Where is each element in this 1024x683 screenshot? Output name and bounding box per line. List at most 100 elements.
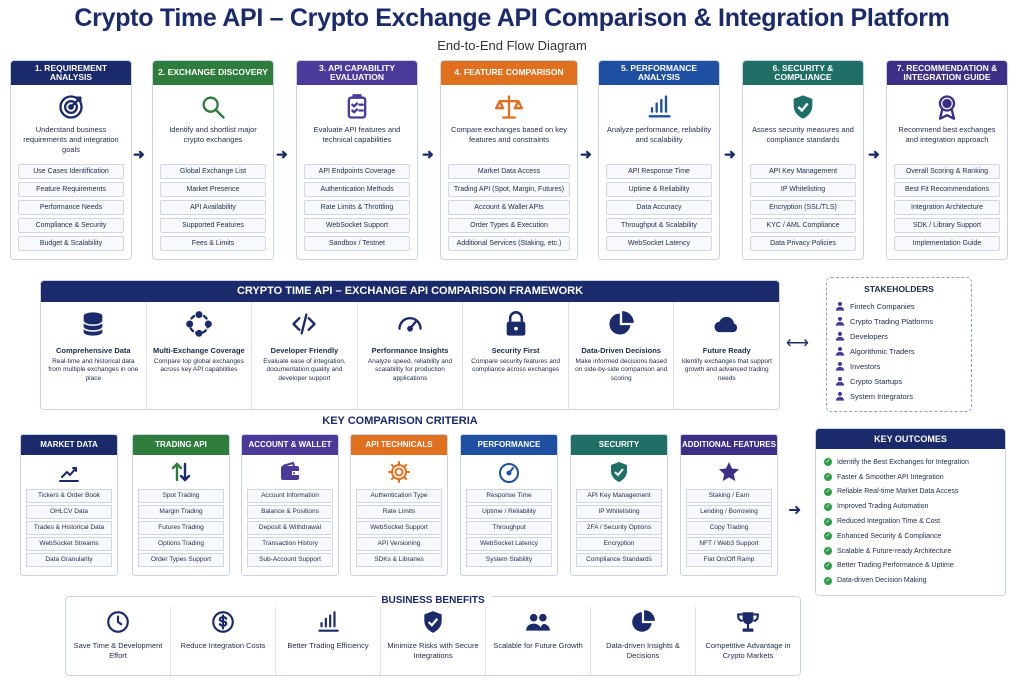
- step-title: 5. PERFORMANCE ANALYSIS: [599, 61, 719, 85]
- framework-item-title: Performance Insights: [371, 346, 449, 355]
- criteria-item: WebSocket Support: [356, 521, 442, 535]
- outcome-item: ✓Identify the Best Exchanges for Integra…: [824, 455, 997, 470]
- benefit-label: Save Time & Development Effort: [73, 641, 163, 660]
- step-title: 6. SECURITY & COMPLIANCE: [743, 61, 863, 85]
- stakeholder-item: System Integrators: [835, 389, 963, 404]
- step-item: Global Exchange List: [160, 164, 266, 179]
- outcome-label: Data-driven Decision Making: [837, 577, 927, 585]
- outcome-item: ✓Better Trading Performance & Uptime: [824, 559, 997, 574]
- step-title: 2. EXCHANGE DISCOVERY: [153, 61, 273, 85]
- flow-arrow-icon: ➜: [422, 146, 434, 162]
- benefits-title: BUSINESS BENEFITS: [375, 595, 491, 606]
- criteria-item: Trades & Historical Data: [26, 521, 112, 535]
- benefit-item: Minimize Risks with Secure Integrations: [381, 607, 486, 675]
- step-item: Best Fit Recommendations: [894, 182, 1000, 197]
- criteria-card-title: SECURITY: [571, 435, 667, 455]
- step-description: Analyze performance, reliability and sca…: [606, 125, 712, 144]
- criteria-item: Encryption: [576, 537, 662, 551]
- criteria-item: Throughput: [466, 521, 552, 535]
- framework-item-desc: Real-time and historical data from multi…: [48, 358, 139, 382]
- framework-item-desc: Analyze speed, reliability and scalabili…: [367, 358, 453, 382]
- framework-item-desc: Evaluate ease of integration, documentat…: [263, 358, 346, 382]
- step-item: KYC / AML Compliance: [750, 218, 856, 233]
- step-description: Evaluate API features and technical capa…: [313, 125, 401, 144]
- benefit-item: Scalable for Future Growth: [486, 607, 591, 675]
- benefit-item: Reduce Integration Costs: [171, 607, 276, 675]
- step-item: Compliance & Security: [18, 218, 124, 233]
- flow-arrow-icon: ➜: [868, 146, 880, 162]
- step-item: WebSocket Latency: [606, 236, 712, 251]
- step-item: Throughput & Scalability: [606, 218, 712, 233]
- stakeholder-item: Fintech Companies: [835, 299, 963, 314]
- outcome-item: ✓Scalable & Future-ready Architecture: [824, 544, 997, 559]
- criteria-card-title: TRADING API: [133, 435, 229, 455]
- check-icon: ✓: [824, 547, 832, 556]
- step-item: Use Cases Identification: [18, 164, 124, 179]
- benefit-item: Data-driven Insights & Decisions: [591, 607, 696, 675]
- network-icon: [147, 310, 252, 340]
- framework-item-desc: Make informed decisions based on side-by…: [575, 358, 668, 382]
- step-description: Understand business requirements and int…: [23, 125, 119, 154]
- criteria-item: WebSocket Streams: [26, 537, 112, 551]
- criteria-item: NFT / Web3 Support: [686, 537, 772, 551]
- stakeholder-item: Investors: [835, 359, 963, 374]
- outcome-item: ✓Reduced Integration Time & Cost: [824, 514, 997, 529]
- criteria-card-title: ACCOUNT & WALLET: [242, 435, 338, 455]
- step-item: Account & Wallet APIs: [448, 200, 570, 215]
- criteria-item: Balance & Positions: [247, 505, 333, 519]
- framework-item-title: Developer Friendly: [270, 346, 339, 355]
- check-icon: ✓: [824, 487, 832, 496]
- criteria-item: Uptime / Reliability: [466, 505, 552, 519]
- step-title: 1. REQUIREMENT ANALYSIS: [11, 61, 131, 85]
- page-subtitle: End-to-End Flow Diagram: [437, 38, 587, 53]
- criteria-card-title: ADDITIONAL FEATURES: [681, 435, 777, 455]
- step-item: Rate Limits & Throttling: [304, 200, 410, 215]
- shield-check-icon: [571, 455, 667, 489]
- stakeholder-label: Crypto Trading Platforms: [850, 317, 933, 326]
- cloud-icon: [674, 310, 779, 340]
- step-item: Sandbox / Testnet: [304, 236, 410, 251]
- criteria-item: Tickers & Order Book: [26, 489, 112, 503]
- criteria-item: API Versioning: [356, 537, 442, 551]
- step-item: Overall Scoring & Ranking: [894, 164, 1000, 179]
- step-item: Supported Features: [160, 218, 266, 233]
- step-item: Market Data Access: [448, 164, 570, 179]
- stakeholder-label: Crypto Startups: [850, 377, 903, 386]
- criteria-item: Sub-Account Support: [247, 553, 333, 567]
- step-title: 7. RECOMMENDATION & INTEGRATION GUIDE: [887, 61, 1007, 85]
- pie-chart-icon: [569, 310, 674, 340]
- step-card: 5. PERFORMANCE ANALYSIS Analyze performan…: [598, 60, 720, 260]
- criteria-item: API Key Management: [576, 489, 662, 503]
- step-item: API Availability: [160, 200, 266, 215]
- outcomes-title: KEY OUTCOMES: [816, 429, 1005, 449]
- criteria-item: Staking / Earn: [686, 489, 772, 503]
- framework-item-desc: Identify exchanges that support growth a…: [681, 358, 772, 382]
- stakeholder-item: Developers: [835, 329, 963, 344]
- criteria-item: System Stability: [466, 553, 552, 567]
- criteria-item: Account Information: [247, 489, 333, 503]
- stakeholder-label: Investors: [850, 362, 881, 371]
- users-icon: [486, 607, 590, 637]
- framework-item-desc: Compare security features and compliance…: [471, 358, 561, 374]
- flow-arrow-icon: ➜: [724, 146, 736, 162]
- framework-item-desc: Compare top global exchanges across key …: [153, 358, 244, 374]
- person-icon: [835, 301, 845, 313]
- step-item: Additional Services (Staking, etc.): [448, 236, 570, 251]
- outcome-label: Reliable Real-time Market Data Access: [837, 488, 959, 496]
- step-item: Performance Needs: [18, 200, 124, 215]
- check-icon: ✓: [824, 473, 832, 482]
- benefit-item: Better Trading Efficiency: [276, 607, 381, 675]
- criteria-item: OHLCV Data: [26, 505, 112, 519]
- person-icon: [835, 391, 845, 403]
- stakeholder-item: Crypto Startups: [835, 374, 963, 389]
- stakeholder-label: Fintech Companies: [850, 302, 915, 311]
